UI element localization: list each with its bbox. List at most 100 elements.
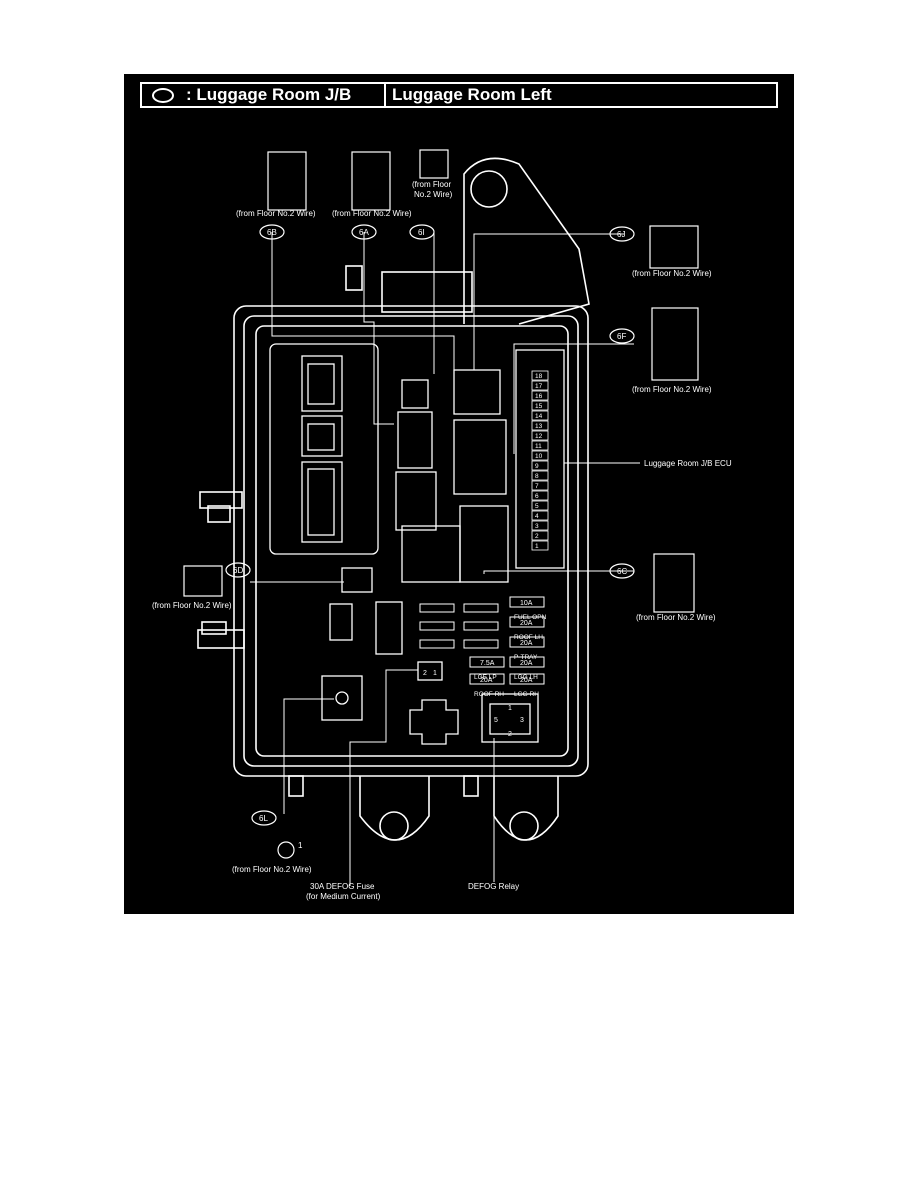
bracket-hole (470, 170, 508, 208)
ecu-pin: 16 (535, 393, 543, 400)
socket-6A (397, 411, 433, 469)
socket-6J (453, 369, 501, 415)
fuse-label-line2: (for Medium Current) (306, 892, 381, 901)
ecu-pin: 18 (535, 373, 543, 380)
socket-6D (341, 567, 373, 593)
ecu-pin-cell (531, 470, 549, 481)
code-6F: 6F (617, 332, 626, 341)
blank-fuse (419, 639, 455, 649)
ecu-pin-cell (531, 430, 549, 441)
fuse-name: LGE LP (474, 674, 497, 681)
ecu-pin: 6 (535, 493, 539, 500)
location-title: : Luggage Room J/B (186, 85, 352, 104)
ecu-pin-cell (531, 490, 549, 501)
ecu-pin: 3 (535, 523, 539, 530)
ecu-pin: 2 (535, 533, 539, 540)
code-6D: 6D (233, 566, 243, 575)
defog-relay (481, 693, 539, 743)
internal-connector (301, 355, 343, 412)
ecu-pin-cell (531, 400, 549, 411)
fuse-label-line1: 30A DEFOG Fuse (310, 882, 375, 891)
ecu-pin: 11 (535, 443, 542, 450)
ecu-pin-cell (531, 410, 549, 421)
socket-6C (459, 505, 509, 583)
ecu-pin-cell (531, 460, 549, 471)
diode-holder (329, 603, 353, 641)
code-6I: 6I (418, 228, 425, 237)
source-6J: (from Floor No.2 Wire) (632, 269, 712, 278)
ecu-pin: 7 (535, 483, 539, 490)
ecu-pin: 9 (535, 463, 539, 470)
position-title: Luggage Room Left (392, 85, 552, 104)
ecu-pin-cell (531, 480, 549, 491)
title-divider (384, 84, 386, 106)
blank-fuse (463, 639, 499, 649)
ecu-pin: 5 (535, 503, 539, 510)
ecu-pin-cell (531, 420, 549, 431)
defog-fuse (417, 661, 443, 681)
ecu-label: Luggage Room J/B ECU (644, 459, 732, 468)
grommet (321, 675, 363, 721)
code-6C: 6C (617, 567, 627, 576)
ecu-pin-cell (531, 530, 549, 541)
ecu-pin: 10 (535, 453, 543, 460)
connector-6D-icon (183, 565, 223, 597)
oval-icon (152, 88, 174, 103)
ecu-pin-cell (531, 370, 549, 381)
pin-6L: 1 (298, 841, 303, 850)
fuse-rating: 20A (520, 640, 533, 647)
defog-fuse-pin: 2 (423, 670, 427, 677)
fuse-slot (509, 636, 545, 648)
source-6C: (from Floor No.2 Wire) (636, 613, 716, 622)
ecu-pin: 1 (535, 543, 539, 550)
fuse-slot (509, 673, 545, 685)
socket-6I (401, 379, 429, 409)
blank-fuse (463, 603, 499, 613)
ecu-pin-cell (531, 390, 549, 401)
source-6A: (from Floor No.2 Wire) (332, 209, 412, 218)
fuse-slot (509, 616, 545, 628)
code-6A: 6A (359, 228, 369, 237)
ring-terminal-icon (277, 841, 295, 859)
connector-6J-icon (649, 225, 699, 269)
ecu-pin-cell (531, 450, 549, 461)
fuse-box-diagram: : Luggage Room J/B Luggage Room Left (124, 74, 794, 914)
relay-pin: 3 (520, 717, 524, 724)
blank-fuse (419, 621, 455, 631)
blank-fuse (463, 621, 499, 631)
code-6B: 6B (267, 228, 277, 237)
ecu-pin: 15 (535, 403, 543, 410)
junction-block-drawing: 6B 6A 6I 6J 6F 6D 6C 6L (from Floor No.2… (152, 149, 732, 901)
mounting-bracket (463, 157, 590, 325)
spare-relay (375, 601, 403, 655)
source-6L: (from Floor No.2 Wire) (232, 865, 312, 874)
socket-small-relay (401, 525, 461, 583)
ecu-pin: 8 (535, 473, 539, 480)
fuse-rating: 7.5A (480, 660, 495, 667)
fuse-rating: 20A (480, 677, 493, 684)
ecu-pin-cell (531, 440, 549, 451)
connector-6I-icon (419, 149, 449, 179)
title-bar: : Luggage Room J/B Luggage Room Left (140, 82, 778, 108)
source-6I-line2: No.2 Wire) (414, 190, 453, 199)
fuse-rating: 10A (520, 600, 533, 607)
fuse-rating: 20A (520, 677, 533, 684)
ecu-pin-cell (531, 500, 549, 511)
source-6D: (from Floor No.2 Wire) (152, 601, 232, 610)
fuse-name: LGG LH (514, 674, 538, 681)
connector-6B-icon (267, 151, 307, 211)
fuse-name: ROOF RH (474, 691, 504, 698)
fuse-slot (509, 656, 545, 668)
relay-label: DEFOG Relay (468, 882, 519, 891)
ecu-pin: 14 (535, 413, 543, 420)
relay-socket-spare (409, 699, 459, 745)
connector-6A-icon (351, 151, 391, 211)
relay-pin: 2 (508, 731, 512, 738)
relay-pin: 5 (494, 717, 498, 724)
connector-6F-icon (651, 307, 699, 381)
code-6J: 6J (617, 230, 625, 239)
ecu-pin: 17 (535, 383, 543, 390)
fuse-rating: 20A (520, 660, 533, 667)
